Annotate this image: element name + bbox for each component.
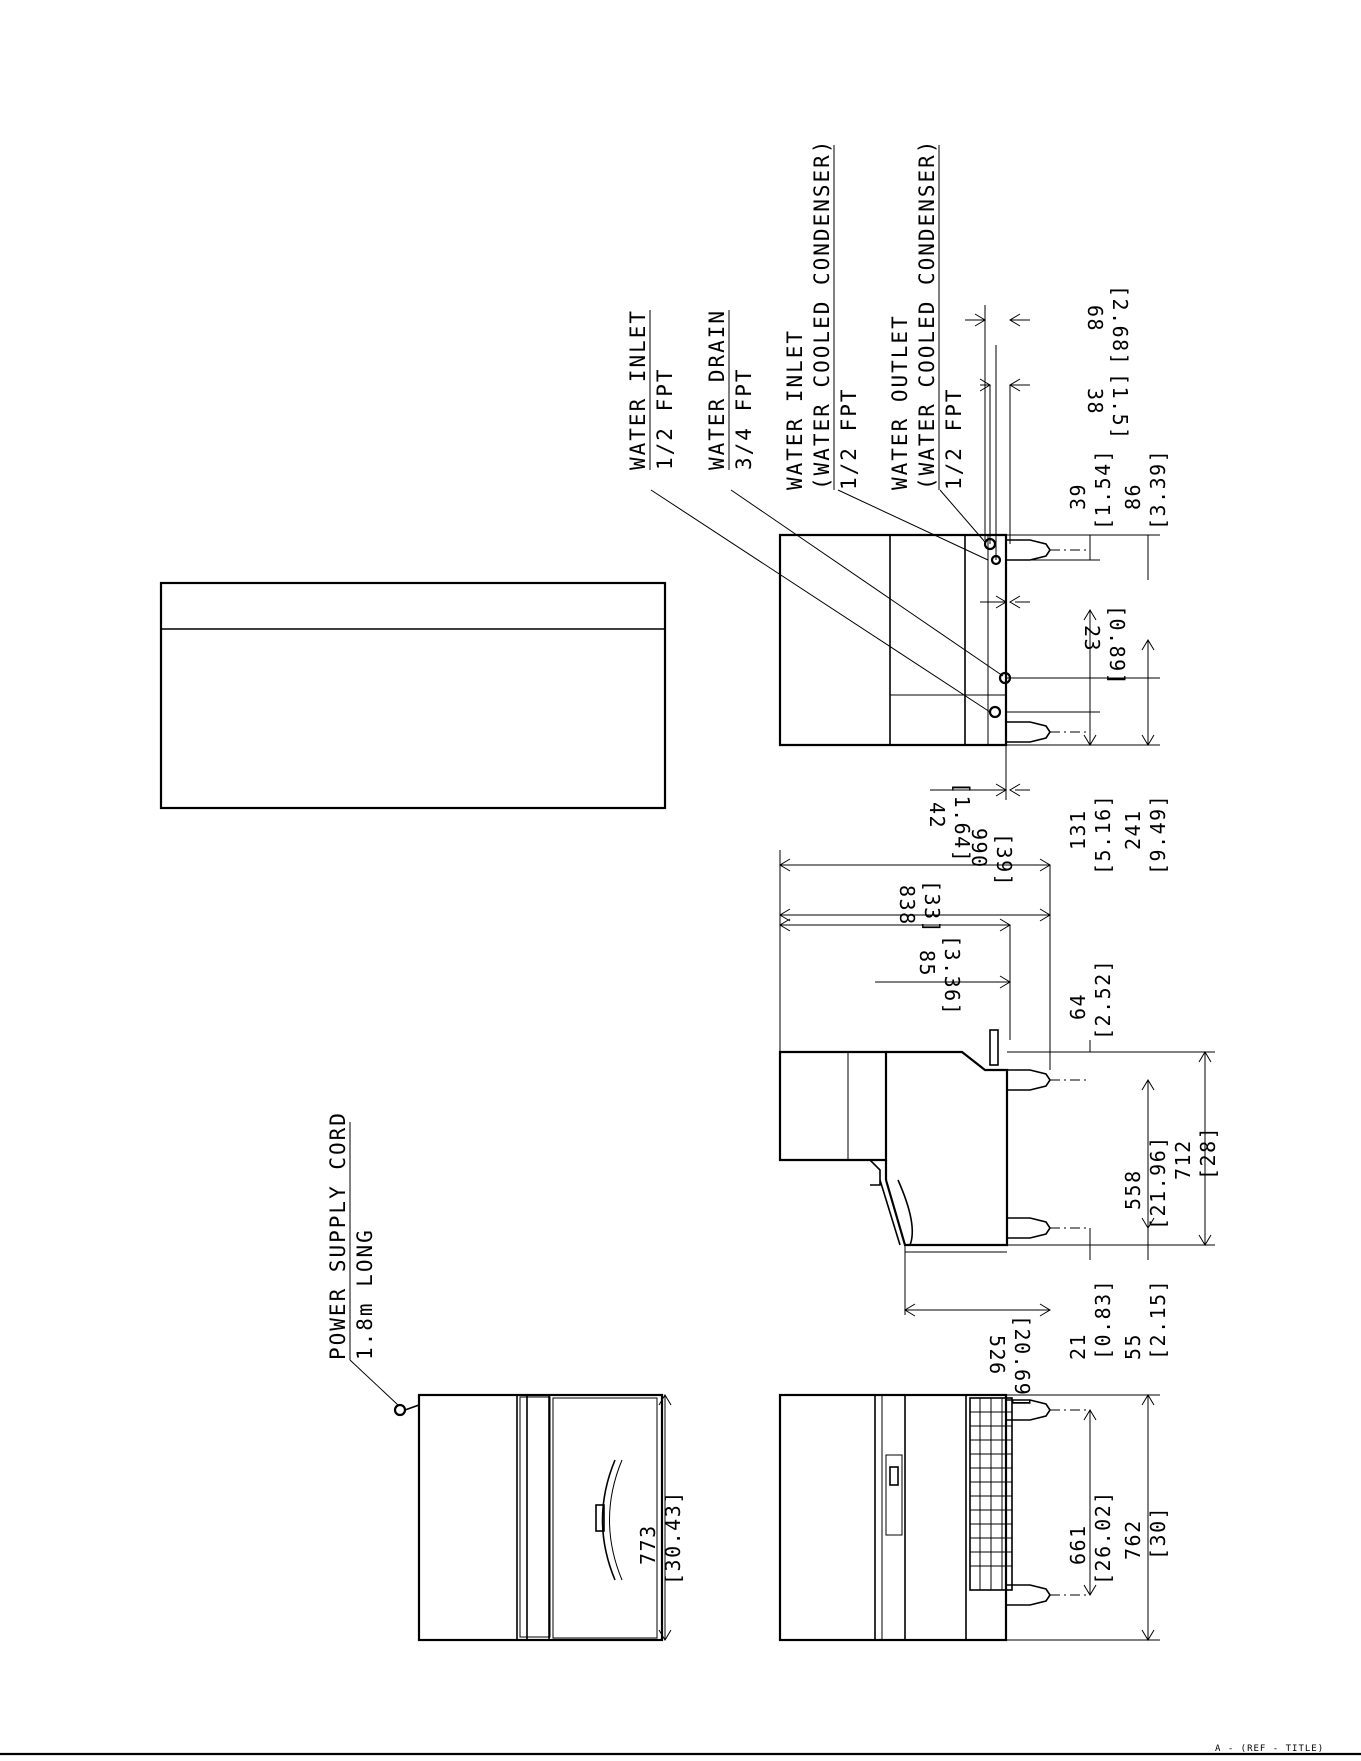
water-inlet-title: WATER INLET [626,309,650,470]
dim-55-in: [2.15] [1146,1279,1170,1360]
power-cord-title: POWER SUPPLY CORD [326,1111,350,1360]
dim-23: 23 [1080,625,1104,652]
dimension-text: 773 [30.43] 661 [26.02] 762 [30] 21 [0.8… [636,285,1220,1585]
dim-526-in: [20.69] [1010,1315,1034,1410]
dim-42-in: [1.64] [950,782,974,863]
title-block [159,581,667,810]
dim-39-in: [1.54] [1091,449,1115,530]
dim-131-in: [5.16] [1091,794,1115,875]
wc-inlet-title: WATER INLET [783,329,807,490]
leg-right [1005,1584,1051,1606]
wc-outlet-title: WATER OUTLET [888,314,912,490]
water-inlet-size: 1/2 FPT [653,367,677,470]
dim-558: 558 [1121,1169,1145,1210]
dim-38: 38 [1083,388,1107,415]
water-drain-title: WATER DRAIN [705,309,729,470]
dim-21-in: [0.83] [1091,1279,1115,1360]
dim-558-in: [21.96] [1146,1135,1170,1230]
wc-inlet-sub: (WATER COOLED CONDENSER) [810,139,834,490]
dim-42: 42 [925,802,949,829]
dim-55: 55 [1121,1333,1145,1360]
dim-131: 131 [1066,809,1090,850]
dim-86: 86 [1121,483,1145,510]
dim-38-in: [1.5] [1108,373,1132,441]
water-inlet-port [988,705,1002,719]
dim-85-in: [3.36] [940,935,964,1016]
dim-712: 712 [1171,1139,1195,1180]
dim-762-in: [30] [1146,1506,1170,1560]
power-plug-icon [393,1403,407,1417]
rotated-labels: POWER SUPPLY CORD 1.8m LONG WATER INLET … [326,139,966,1360]
dim-838: 838 [895,885,919,926]
dim-64-in: [2.52] [1091,959,1115,1040]
leader-lines [349,489,1004,1406]
footer-ref: A - (REF - TITLE) [1215,1744,1324,1754]
dim-661-in: [26.02] [1091,1490,1115,1585]
dim-21: 21 [1066,1333,1090,1360]
dim-773: 773 [636,1524,660,1565]
dim-23-in: [0.89] [1105,605,1129,686]
wc-inlet-size: 1/2 FPT [837,387,861,490]
dim-68-in: [2.68] [1108,285,1132,366]
dim-86-in: [3.39] [1146,449,1170,530]
power-cord-sub: 1.8m LONG [353,1228,377,1360]
dim-241: 241 [1121,809,1145,850]
wc-outlet-size: 1/2 FPT [942,387,966,490]
dim-712-in: [28] [1196,1126,1220,1180]
wc-outlet-sub: (WATER COOLED CONDENSER) [915,139,939,490]
dim-526: 526 [985,1335,1009,1376]
front-view-lower [778,1393,1090,1642]
dim-68: 68 [1083,305,1107,332]
leg-rear-left [1005,539,1051,561]
dimension-lines [658,305,1215,1641]
leg-rear-right [1005,721,1051,743]
leg-left [1005,1399,1051,1421]
dim-64: 64 [1066,993,1090,1020]
rear-view [778,533,1090,747]
side-view [778,1029,1090,1253]
dim-838-in: [33] [920,880,944,934]
dim-990-in: [39] [992,833,1016,887]
dim-85: 85 [915,950,939,977]
leg-side-front [1006,1069,1051,1091]
footer: A - (REF - TITLE) [0,1744,1361,1756]
dim-39: 39 [1066,483,1090,510]
dim-762: 762 [1121,1519,1145,1560]
dim-241-in: [9.49] [1146,794,1170,875]
leg-side-rear [1006,1217,1051,1239]
water-drain-size: 3/4 FPT [732,367,756,470]
dim-990: 990 [967,828,991,869]
front-view-upper [393,1393,664,1642]
dim-773-in: [30.43] [661,1490,685,1585]
dim-661: 661 [1066,1524,1090,1565]
